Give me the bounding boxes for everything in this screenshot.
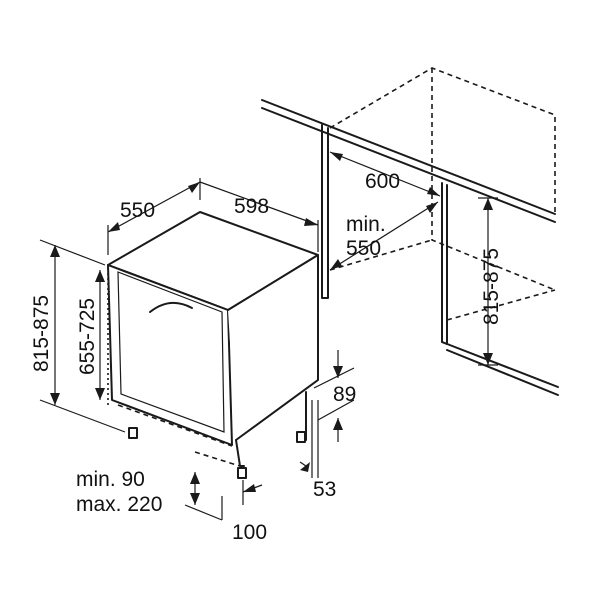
label-appliance-width: 598 — [234, 195, 269, 218]
dimension-lines — [39, 151, 498, 521]
plinth-base-dash — [194, 451, 244, 468]
installation-niche — [261, 67, 559, 396]
kick-plate-line — [117, 404, 233, 447]
dim-100-arrow — [243, 484, 256, 492]
floor-line — [441, 341, 559, 388]
dim-815-875-left-ext-top — [39, 239, 106, 266]
dim-89-ext-top — [313, 367, 355, 389]
dim-815-875-left-arrow-bottom — [50, 393, 60, 405]
dimension-labels: 550 598 600 min. 550 815-875 815-875 655… — [30, 170, 503, 544]
countertop-back-edge — [261, 99, 556, 215]
front-foot-leg — [235, 439, 245, 467]
dim-53-tick — [299, 461, 307, 467]
label-niche-width: 600 — [365, 170, 400, 193]
appliance-side-face — [227, 254, 319, 441]
label-toe-kick-height: 89 — [333, 383, 356, 406]
dim-815-875-right-arrow-top — [483, 198, 493, 210]
dim-100-extension — [221, 480, 244, 520]
floor-line-lower — [446, 349, 559, 396]
label-appliance-depth: 550 — [120, 199, 155, 222]
label-plinth-max: max. 220 — [76, 493, 162, 516]
dim-600-arrow-left — [330, 152, 343, 161]
dim-53-arrow — [300, 462, 310, 472]
dim-550-extension — [107, 178, 201, 255]
upper-cabinet-outline — [329, 67, 556, 214]
foot-left — [128, 427, 138, 439]
dim-598-arrow-right — [304, 218, 318, 226]
dim-655-725-arrow-bottom — [95, 388, 105, 400]
dim-655-725-arrow-top — [95, 270, 105, 282]
dim-815-875-right-arrow-bottom — [483, 353, 493, 365]
appliance-door-face — [107, 264, 233, 446]
niche-back-corner — [431, 68, 556, 291]
label-plinth-depth: 100 — [232, 521, 267, 544]
label-toe-kick-gap: 53 — [313, 478, 336, 501]
door-handle — [149, 301, 193, 313]
foot-front — [237, 467, 247, 479]
label-door-height: 655-725 — [76, 298, 99, 375]
dim-53-extension — [311, 400, 319, 478]
dim-598-line — [199, 181, 319, 226]
label-niche-height: 815-875 — [480, 248, 503, 325]
countertop-front-edge — [261, 107, 556, 223]
dim-600-line — [329, 151, 441, 197]
dim-550-arrow-left — [108, 222, 120, 232]
foot-rear — [296, 431, 306, 443]
niche-left-wall — [321, 124, 329, 299]
dim-89-arrow-bottom — [333, 418, 343, 430]
niche-floor-right-edge — [446, 289, 556, 321]
dishwasher-body — [107, 211, 319, 479]
dim-min550-line — [329, 201, 439, 271]
dim-815-875-left-arrow-top — [50, 245, 60, 257]
dim-89-ext-bottom — [317, 399, 355, 421]
dim-550-line — [107, 181, 201, 233]
dim-plinth-ext-bottom — [184, 504, 223, 521]
dim-600-arrow-right — [427, 187, 440, 196]
dim-550-arrow-right — [188, 182, 200, 193]
dim-min550-arrow-top — [426, 202, 438, 213]
label-niche-min-value: 550 — [346, 237, 381, 260]
dim-plinth-arrow-top — [190, 472, 200, 484]
label-niche-min: min. — [346, 213, 386, 236]
door-inner-panel — [117, 271, 225, 433]
dim-plinth-arrow-bottom — [190, 493, 200, 505]
niche-right-wall — [441, 182, 448, 345]
label-plinth-min: min. 90 — [76, 468, 145, 491]
dim-min550-arrow-bottom — [330, 259, 342, 270]
dim-815-875-left-ext-bottom — [39, 399, 126, 433]
label-appliance-height: 815-875 — [30, 295, 53, 372]
dim-89-arrow-top — [333, 366, 343, 378]
